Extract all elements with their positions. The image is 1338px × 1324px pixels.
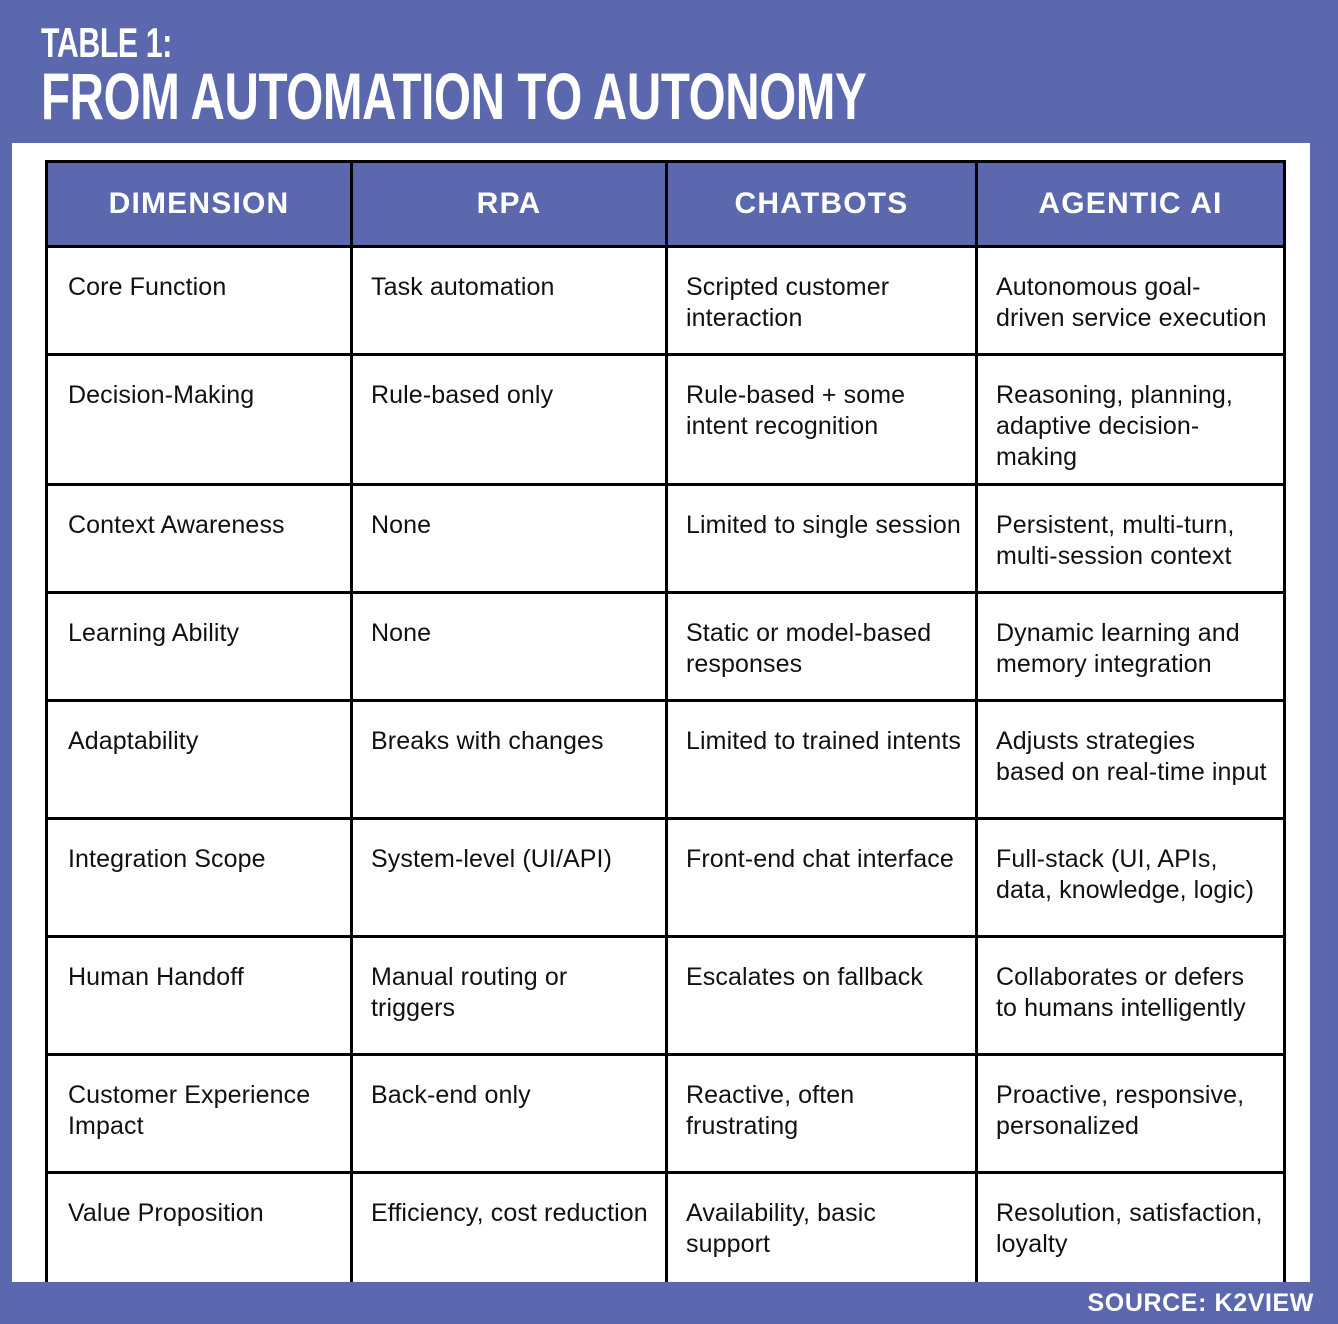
cell-dimension: Human Handoff — [45, 935, 353, 1056]
table-row: Value Proposition Efficiency, cost reduc… — [45, 1171, 1286, 1292]
table-label: TABLE 1: — [41, 19, 172, 66]
cell-chatbots: Front-end chat interface — [665, 817, 978, 938]
cell-agentic-ai: Collaborates or defers to humans intelli… — [975, 935, 1286, 1056]
cell-dimension: Value Proposition — [45, 1171, 353, 1292]
cell-rpa: Manual routing or triggers — [350, 935, 668, 1056]
column-header-agentic-ai: AGENTIC AI — [975, 160, 1286, 248]
cell-chatbots: Limited to single session — [665, 483, 978, 594]
comparison-table: DIMENSION RPA CHATBOTS AGENTIC AI Core F… — [45, 160, 1286, 1292]
cell-agentic-ai: Resolution, satisfaction, loyalty — [975, 1171, 1286, 1292]
cell-dimension: Adaptability — [45, 699, 353, 820]
cell-chatbots: Escalates on fallback — [665, 935, 978, 1056]
table-row: Adaptability Breaks with changes Limited… — [45, 699, 1286, 820]
table-row: Customer Experience Impact Back-end only… — [45, 1053, 1286, 1174]
table-row: Learning Ability None Static or model-ba… — [45, 591, 1286, 702]
cell-chatbots: Static or model-based responses — [665, 591, 978, 702]
cell-dimension: Customer Experience Impact — [45, 1053, 353, 1174]
column-header-rpa: RPA — [350, 160, 668, 248]
cell-rpa: None — [350, 591, 668, 702]
cell-chatbots: Reactive, often frustrating — [665, 1053, 978, 1174]
cell-rpa: Efficiency, cost reduction — [350, 1171, 668, 1292]
title-band: TABLE 1: FROM AUTOMATION TO AUTONOMY — [0, 0, 1338, 143]
cell-dimension: Learning Ability — [45, 591, 353, 702]
table-row: Context Awareness None Limited to single… — [45, 483, 1286, 594]
cell-rpa: Back-end only — [350, 1053, 668, 1174]
cell-dimension: Integration Scope — [45, 817, 353, 938]
cell-agentic-ai: Adjusts strategies based on real-time in… — [975, 699, 1286, 820]
column-header-dimension: DIMENSION — [45, 160, 353, 248]
cell-dimension: Core Function — [45, 245, 353, 356]
cell-rpa: None — [350, 483, 668, 594]
source-attribution: SOURCE: K2VIEW — [1087, 1289, 1314, 1317]
column-header-chatbots: CHATBOTS — [665, 160, 978, 248]
cell-agentic-ai: Proactive, responsive, personalized — [975, 1053, 1286, 1174]
cell-dimension: Context Awareness — [45, 483, 353, 594]
cell-rpa: Breaks with changes — [350, 699, 668, 820]
table-row: Core Function Task automation Scripted c… — [45, 245, 1286, 356]
cell-agentic-ai: Reasoning, planning, adaptive decision-m… — [975, 353, 1286, 486]
cell-chatbots: Rule-based + some intent recognition — [665, 353, 978, 486]
cell-chatbots: Availability, basic support — [665, 1171, 978, 1292]
page-title: FROM AUTOMATION TO AUTONOMY — [41, 59, 867, 133]
content-panel: DIMENSION RPA CHATBOTS AGENTIC AI Core F… — [12, 143, 1310, 1292]
table-body: Core Function Task automation Scripted c… — [45, 245, 1286, 1292]
cell-chatbots: Limited to trained intents — [665, 699, 978, 820]
table-row: Integration Scope System-level (UI/API) … — [45, 817, 1286, 938]
cell-agentic-ai: Persistent, multi-turn, multi-session co… — [975, 483, 1286, 594]
cell-agentic-ai: Dynamic learning and memory integration — [975, 591, 1286, 702]
cell-agentic-ai: Full-stack (UI, APIs, data, knowledge, l… — [975, 817, 1286, 938]
footer-band: SOURCE: K2VIEW — [0, 1282, 1338, 1324]
table-row: Decision-Making Rule-based only Rule-bas… — [45, 353, 1286, 486]
cell-rpa: Rule-based only — [350, 353, 668, 486]
cell-rpa: System-level (UI/API) — [350, 817, 668, 938]
cell-rpa: Task automation — [350, 245, 668, 356]
table-header-row: DIMENSION RPA CHATBOTS AGENTIC AI — [45, 160, 1286, 248]
table-row: Human Handoff Manual routing or triggers… — [45, 935, 1286, 1056]
cell-agentic-ai: Autonomous goal-driven service execution — [975, 245, 1286, 356]
cell-dimension: Decision-Making — [45, 353, 353, 486]
cell-chatbots: Scripted customer interaction — [665, 245, 978, 356]
